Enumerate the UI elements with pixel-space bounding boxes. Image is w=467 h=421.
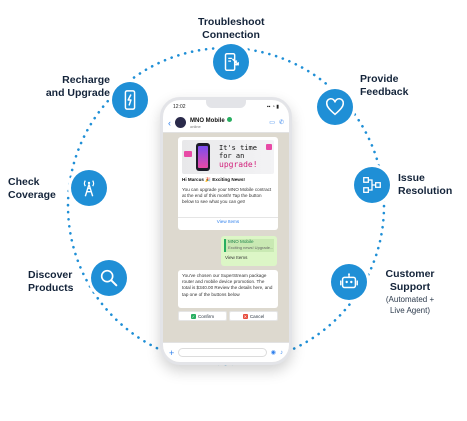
support-label: Customer Support: [385, 268, 435, 293]
promo-line-1: It's time: [219, 144, 257, 152]
discover-label: Discover Products: [28, 269, 74, 294]
plus-icon[interactable]: +: [169, 347, 175, 358]
mic-icon[interactable]: ♪: [280, 349, 283, 356]
status-icons: ▪▪ ◔ ▮: [266, 103, 279, 110]
greeting-text: Hi Marcus 🎉 Exciting News!: [182, 177, 245, 182]
confirm-button[interactable]: ✓ Confirm: [178, 311, 227, 321]
promo-line-2: for an: [219, 152, 245, 160]
reply-quote-title: MNO Mobile: [228, 239, 254, 244]
device-wrench-icon: [224, 53, 240, 71]
workflow-icon: [363, 177, 381, 193]
cancel-x-icon: ✕: [242, 313, 248, 319]
magnifier-icon: [100, 269, 118, 287]
heart-icon: [325, 97, 345, 116]
contact-status: online: [190, 123, 201, 129]
cell-tower-icon: [83, 180, 95, 197]
cancel-label: Cancel: [249, 313, 265, 319]
confirm-label: Confirm: [197, 313, 215, 319]
phone-call-icon[interactable]: ✆: [278, 120, 284, 126]
reply-quote-text: Exciting news! Upgrade...: [228, 245, 274, 251]
coverage-label: Check Coverage: [8, 176, 56, 201]
message-input[interactable]: [178, 348, 267, 357]
cancel-button[interactable]: ✕ Cancel: [229, 311, 278, 321]
phone-notch: [206, 100, 246, 108]
support-sub-label: (Automated + Live Agent): [385, 295, 435, 315]
contact-name: MNO Mobile: [190, 117, 225, 124]
view-items-button[interactable]: View Items: [178, 217, 278, 226]
phone-mockup: 12:02 ▪▪ ◔ ▮ ‹ MNO Mobile online ▭ ✆: [160, 97, 292, 365]
camera-icon[interactable]: ◉: [270, 350, 276, 356]
phone-image: [196, 143, 210, 171]
reply-text: View Items: [225, 255, 248, 260]
issue-label: Issue Resolution: [398, 172, 453, 197]
discover-node[interactable]: [91, 260, 127, 296]
reply-message: MNO Mobile Exciting news! Upgrade... Vie…: [221, 236, 277, 266]
confirmation-message: You've chosen our SuperStream package ro…: [178, 270, 278, 308]
troubleshoot-node[interactable]: [213, 44, 249, 80]
promo-message: It's time for an upgrade! Hi Marcus 🎉 Ex…: [178, 137, 278, 230]
coverage-node[interactable]: [71, 170, 107, 206]
chat-screen: 12:02 ▪▪ ◔ ▮ ‹ MNO Mobile online ▭ ✆: [163, 100, 289, 362]
message-body: You can upgrade your MNO Mobile contract…: [182, 187, 272, 205]
chat-header: ‹ MNO Mobile online ▭ ✆: [163, 113, 289, 133]
recharge-label: Recharge and Upgrade: [45, 74, 110, 99]
verified-icon: [226, 116, 232, 122]
video-call-icon[interactable]: ▭: [269, 120, 275, 126]
avatar: [175, 117, 186, 128]
back-arrow-icon[interactable]: ‹: [168, 117, 171, 128]
feedback-node[interactable]: [317, 89, 353, 125]
support-node[interactable]: [331, 264, 367, 300]
message-composer: + ◉ ♪: [163, 342, 289, 362]
promo-line-3: upgrade!: [219, 160, 258, 169]
promo-banner: It's time for an upgrade!: [182, 140, 274, 174]
check-icon: ✓: [190, 313, 196, 319]
feedback-label: Provide Feedback: [360, 73, 409, 98]
phone-charge-icon: [124, 90, 136, 110]
confirmation-text: You've chosen our SuperStream package ro…: [182, 273, 273, 297]
issue-node[interactable]: [354, 167, 390, 203]
robot-icon: [340, 273, 358, 289]
status-time: 12:02: [173, 103, 186, 110]
recharge-node[interactable]: [112, 82, 148, 118]
troubleshoot-label: Troubleshoot Connection: [198, 16, 265, 41]
